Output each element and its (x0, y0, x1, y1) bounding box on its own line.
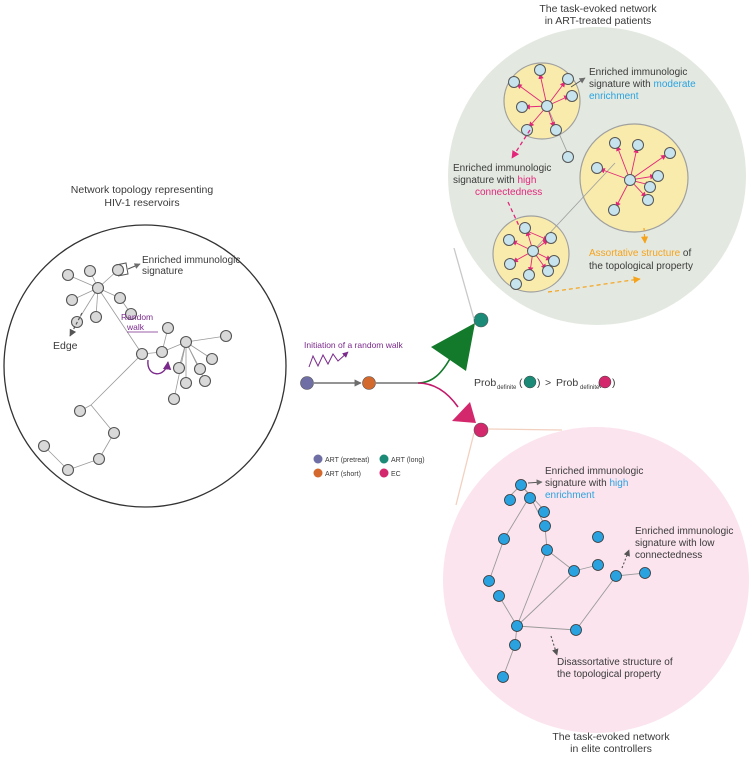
art-long-node (473, 312, 489, 328)
random-walk-label-line1: Random (121, 312, 153, 322)
legend-label-art-pretreat: ART (pretreat) (325, 457, 369, 464)
prob-operator: > (545, 377, 551, 389)
legend-swatch-ec (379, 468, 389, 478)
topology-nodes (37, 263, 233, 477)
probability-expression: Prob definite ( ) > Prob definite ( ) (474, 375, 616, 391)
art-pretreat-node (300, 376, 314, 390)
moderate-line3: enrichment (589, 91, 639, 102)
prob-teal-dot (523, 375, 537, 389)
connected-line3: connectedness (475, 187, 542, 198)
art-right-cluster-nodes (591, 137, 676, 216)
low-line3: connectedness (635, 550, 702, 561)
disassortative-line2: the topological property (557, 669, 661, 680)
prob-word-left: Prob (474, 377, 496, 389)
moderate-line2: signature with moderate (589, 79, 696, 90)
legend-swatch-art-short (313, 468, 323, 478)
art-bottom-cluster-nodes (503, 222, 560, 290)
high-line2: signature with high (545, 478, 628, 489)
branch-magenta (417, 382, 459, 408)
topology-enriched-line2: signature (142, 266, 184, 277)
ec-node (473, 422, 489, 438)
paren-close-left: ) (537, 377, 541, 389)
prob-subscript-left: definite (497, 385, 517, 391)
high-line1: Enriched immunologic (545, 466, 643, 477)
low-line2: signature with low (635, 538, 715, 549)
art-bridge-node (562, 151, 574, 163)
green-cone (431, 323, 475, 371)
topology-title-line2: HIV-1 reservoirs (104, 197, 179, 209)
moderate-arrow (570, 77, 586, 88)
prob-word-right: Prob (556, 377, 578, 389)
ec-title-line1: The task-evoked network (552, 731, 670, 743)
initiation-section: Initiation of a random walk Prob definit… (300, 247, 616, 506)
art-short-node (362, 376, 376, 390)
connected-line1: Enriched immunologic (453, 163, 551, 174)
random-walk-label-line2: walk (126, 322, 145, 332)
prob-subscript-right: definite (580, 385, 600, 391)
paren-close-right: ) (612, 377, 616, 389)
assortative-line1: Assortative structure of (589, 248, 691, 259)
ec-network-panel: The task-evoked network in elite control… (443, 427, 749, 755)
assortative-arrow-bottom (547, 276, 641, 293)
edge-arrow (69, 312, 83, 337)
random-walk-loop (147, 359, 172, 375)
low-connectedness-arrow (621, 549, 630, 569)
art-title-line1: The task-evoked network (539, 3, 657, 15)
branch-green (417, 354, 453, 384)
connectedness-arrow-down (507, 201, 521, 229)
assortative-arrow-down (640, 227, 649, 244)
connectedness-arrow-up (511, 129, 531, 159)
edge-label: Edge (53, 340, 78, 352)
ec-title-line2: in elite controllers (570, 743, 652, 755)
high-enrichment-arrow (527, 479, 543, 486)
legend-label-art-long: ART (long) (391, 457, 425, 464)
topology-title-line1: Network topology representing (71, 184, 214, 196)
legend: ART (pretreat) ART (long) ART (short) EC (313, 454, 425, 478)
ec-connector (455, 432, 475, 506)
disassortative-arrow (550, 635, 559, 656)
assortative-line2: the topological property (589, 261, 693, 272)
prob-magenta-dot (598, 375, 612, 389)
low-line1: Enriched immunologic (635, 526, 733, 537)
legend-swatch-art-pretreat (313, 454, 323, 464)
art-connector (453, 247, 475, 320)
paren-open-left: ( (519, 377, 523, 389)
signature-bracket (115, 262, 129, 277)
topology-enriched-line1: Enriched immunologic (142, 255, 240, 266)
art-title-line2: in ART-treated patients (545, 15, 652, 27)
art-top-cluster-nodes (508, 64, 578, 136)
initiation-label: Initiation of a random walk (304, 340, 403, 350)
ec-network-circle (443, 427, 749, 733)
connected-line2: signature with high (453, 175, 536, 186)
topology-panel: Network topology representing HIV-1 rese… (3, 184, 287, 508)
ec-connector-top (487, 428, 563, 431)
legend-swatch-art-long (379, 454, 389, 464)
initiation-squiggle (308, 351, 349, 368)
art-network-panel: The task-evoked network in ART-treated p… (448, 3, 746, 325)
magenta-cone (452, 402, 476, 423)
high-line3: enrichment (545, 490, 595, 501)
ec-nodes (483, 479, 651, 683)
legend-label-art-short: ART (short) (325, 471, 361, 478)
disassortative-line1: Disassortative structure of (557, 657, 673, 668)
legend-label-ec: EC (391, 471, 401, 478)
moderate-line1: Enriched immunologic (589, 67, 687, 78)
enriched-arrow (127, 263, 141, 270)
